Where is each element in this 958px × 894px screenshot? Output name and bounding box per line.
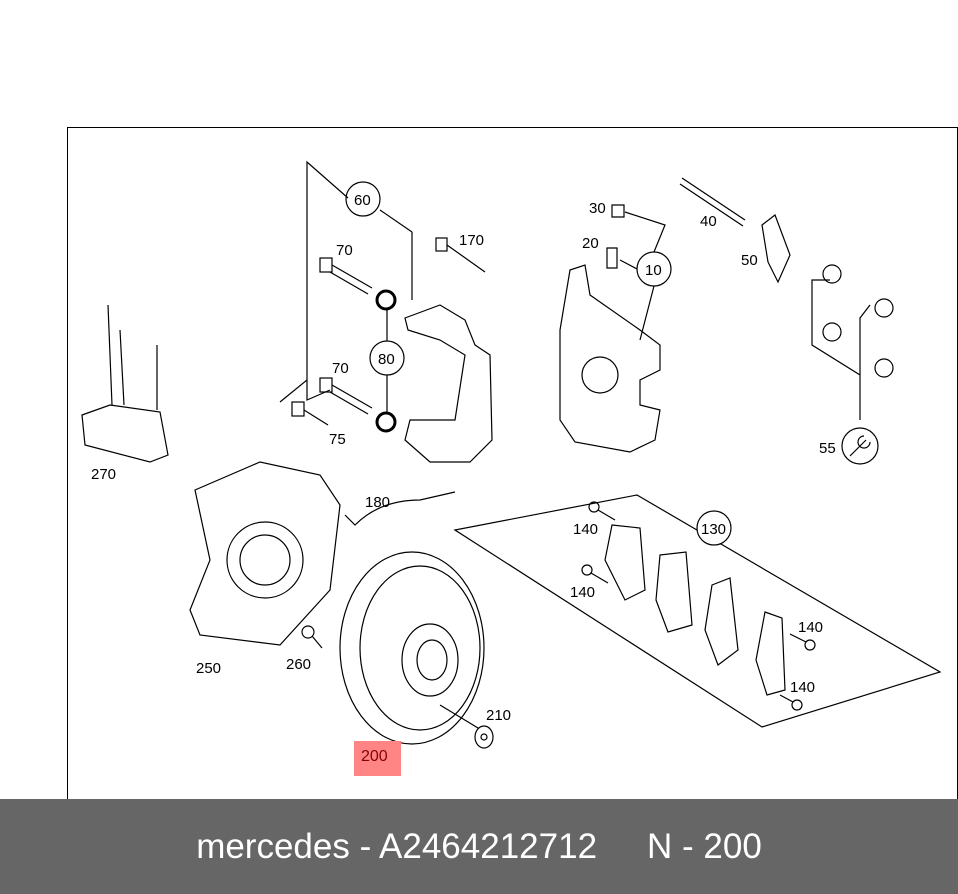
nut-210-icon <box>474 725 494 749</box>
cap-icon <box>611 204 625 218</box>
callout-55: 55 <box>819 440 836 457</box>
dust-shield-icon <box>189 461 341 646</box>
brake-pad-icon <box>755 611 786 696</box>
bushing-icon <box>375 411 397 433</box>
seal-icon <box>822 322 842 342</box>
callout-50: 50 <box>741 252 758 269</box>
bolt-140-icon <box>789 633 816 651</box>
callout-260: 260 <box>286 656 311 673</box>
highlighted-callout[interactable]: 200 <box>354 741 401 776</box>
callout-70: 70 <box>336 242 353 259</box>
callout-10: 10 <box>645 262 662 279</box>
callout-60: 60 <box>354 192 371 209</box>
footer-bar: mercedes - A2464212712 N - 200 <box>0 799 958 894</box>
position-label: N - 200 <box>647 826 762 866</box>
bolt-140-icon <box>588 501 616 521</box>
bushing-icon <box>375 289 397 311</box>
caliper-bracket-icon <box>404 304 493 463</box>
callout-circle-60 <box>345 181 381 217</box>
wrench-icon <box>841 427 879 465</box>
brake-rotor-icon <box>339 551 485 745</box>
callout-140: 140 <box>790 679 815 696</box>
callout-130: 130 <box>701 521 726 538</box>
bolt-140-icon <box>581 564 609 584</box>
spring-clip-50-icon <box>761 214 791 284</box>
brake-pad-icon <box>604 524 646 601</box>
part-number: mercedes - A2464212712 <box>196 826 598 866</box>
seal-icon <box>874 298 894 318</box>
callout-140: 140 <box>570 584 595 601</box>
callout-170: 170 <box>459 232 484 249</box>
callout-270: 270 <box>91 466 116 483</box>
callout-210: 210 <box>486 707 511 724</box>
callout-circle-130 <box>696 510 732 546</box>
bolt-260-icon <box>301 625 323 649</box>
callout-200: 200 <box>361 748 388 765</box>
bolt-140-icon <box>779 694 803 711</box>
callout-140: 140 <box>798 619 823 636</box>
callout-75: 75 <box>329 431 346 448</box>
callout-20: 20 <box>582 235 599 252</box>
bolt-170-icon <box>435 237 486 273</box>
diagram-frame <box>67 127 958 800</box>
brake-pad-icon <box>704 577 739 666</box>
seal-icon <box>822 264 842 284</box>
callout-180: 180 <box>365 494 390 511</box>
guide-pin-40-icon <box>679 177 746 227</box>
seal-icon <box>874 358 894 378</box>
mount-270-icon <box>81 404 169 463</box>
caliper-icon <box>559 264 661 453</box>
callout-30: 30 <box>589 200 606 217</box>
callout-70b: 70 <box>332 360 349 377</box>
callout-40: 40 <box>700 213 717 230</box>
wear-sensor-icon <box>344 491 456 526</box>
callout-80: 80 <box>378 351 395 368</box>
callout-250: 250 <box>196 660 221 677</box>
bolt-75-icon <box>291 401 329 426</box>
leader-line <box>306 160 349 401</box>
bleed-screw-icon <box>606 247 618 269</box>
bolt-70b-icon <box>319 377 373 415</box>
brake-pad-icon <box>655 551 693 633</box>
bolt-70-icon <box>319 257 373 295</box>
callout-140: 140 <box>573 521 598 538</box>
